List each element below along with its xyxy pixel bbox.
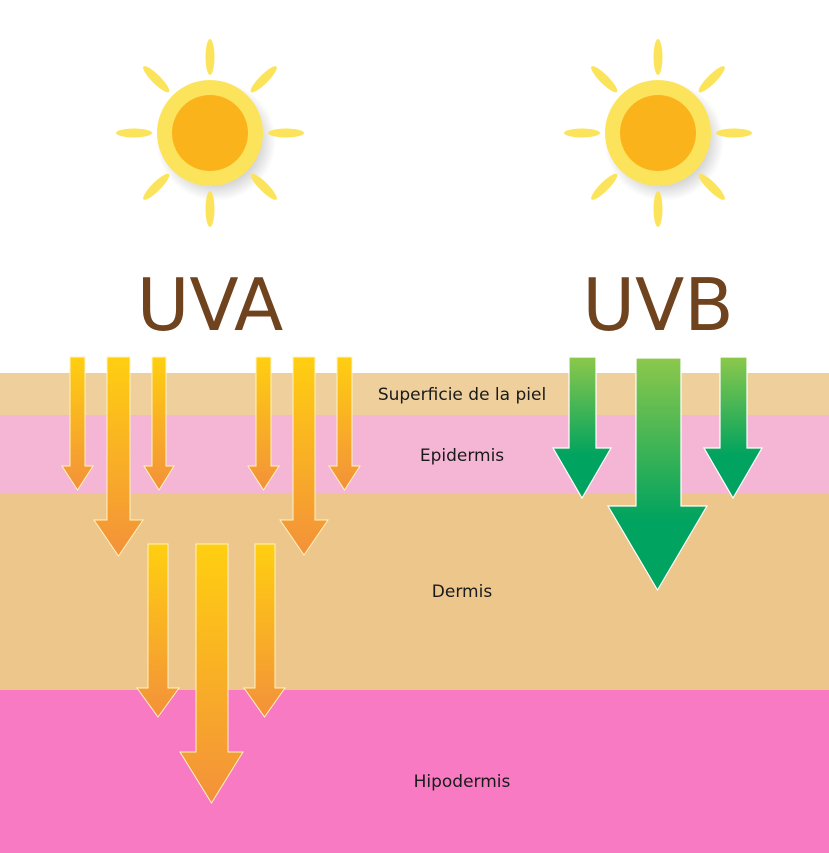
uva-arrow-long [279, 356, 329, 556]
label-superficie: Superficie de la piel [378, 385, 546, 405]
uva-arrow-short [247, 356, 280, 491]
layer-hipodermis [0, 690, 829, 853]
label-epidermis: Epidermis [420, 446, 504, 466]
uva-arrow-short [61, 356, 94, 491]
uvb-arrow-short [551, 356, 613, 500]
layer-epidermis [0, 415, 829, 494]
uva-arrow-short [143, 356, 175, 491]
uva-arrow-long [93, 356, 144, 557]
label-dermis: Dermis [432, 582, 493, 602]
sun-uvb-icon [564, 39, 752, 227]
label-hipodermis: Hipodermis [414, 772, 511, 792]
uva-arrow-deep-short [136, 543, 180, 718]
uva-arrow-deep-long [179, 543, 244, 804]
uvb-arrow-long [606, 357, 709, 592]
uvb-arrow-short [702, 356, 764, 500]
uva-arrow-short [328, 356, 361, 491]
layer-superficie [0, 373, 829, 415]
uva-arrow-deep-short [243, 543, 286, 718]
sun-uva-icon [116, 39, 304, 227]
uvb-title: UVB [582, 263, 733, 347]
uva-title: UVA [137, 263, 284, 347]
